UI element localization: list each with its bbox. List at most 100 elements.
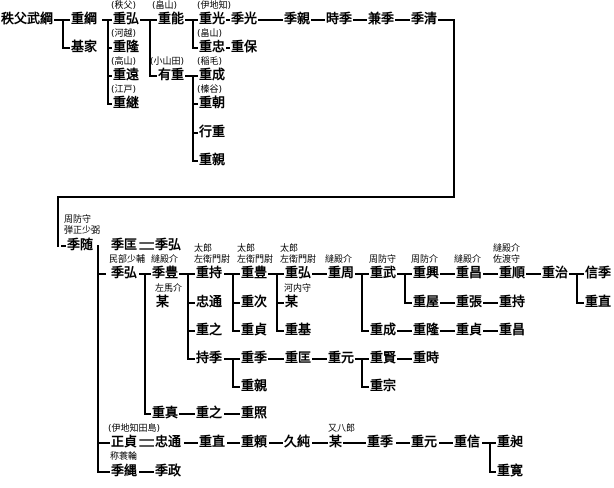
person-suetoyo: 季豊 [151, 266, 180, 281]
person-shigeyasu: 重保 [230, 40, 259, 55]
person-shigemoto: 重基 [284, 323, 313, 338]
person-mochisue: 持季 [195, 351, 224, 366]
person-shigetoo: 重遠 [112, 68, 141, 83]
title-minbu-shoyu: 民部少輔 [109, 255, 146, 265]
person-shigesada-a: 重貞 [240, 323, 269, 338]
person-shigeyuki-b: 重之 [195, 406, 224, 421]
person-shigemoto-a: 重元 [327, 351, 356, 366]
person-bou-b: 某 [284, 295, 300, 310]
title-suo-no-kami-a: 周防守 [64, 215, 92, 225]
person-motoie: 基家 [70, 40, 99, 55]
person-shigetsugu: 重継 [112, 96, 141, 111]
person-arishige: 有重 [157, 68, 186, 83]
title-kawachi-no-kami: 河内守 [284, 284, 312, 294]
title-taro-c: 太郎 [280, 244, 299, 254]
title-taro-b: 太郎 [237, 244, 256, 254]
title-oyamada: (小山田) [150, 57, 185, 67]
title-kawagoe: (河越) [111, 29, 137, 39]
person-shigeteru: 重照 [240, 406, 269, 421]
title-suo-no-suke: 周防介 [411, 255, 439, 265]
person-shigeya: 重屋 [412, 295, 441, 310]
title-nuidono-suke-c: 縫殿介 [454, 255, 482, 265]
person-shigetake: 重武 [369, 266, 398, 281]
person-shigenari: 重成 [198, 68, 227, 83]
title-sama-no-suke: 左馬介 [155, 284, 183, 294]
person-tokisue: 時季 [325, 12, 354, 27]
title-saemon-no-jo-a: 左衛門尉 [194, 255, 231, 265]
person-shigemochi-b: 重持 [498, 295, 527, 310]
title-taro-a: 太郎 [194, 244, 213, 254]
title-matahachiro: 又八郎 [328, 424, 356, 434]
title-saemon-no-jo-c: 左衛門尉 [280, 255, 317, 265]
person-shigemasa-a: 重昌 [455, 266, 484, 281]
person-shigesue-b: 重季 [366, 435, 395, 450]
title-ijichi-tajima: (伊地知田島) [108, 424, 161, 434]
title-sado-no-kami: 佐渡守 [493, 255, 521, 265]
title-inage: (稲毛) [197, 57, 223, 67]
person-shigemasa-c: 重匡 [284, 351, 313, 366]
person-shigenobu: 重信 [453, 435, 482, 450]
title-nuidono-suke-a: 縫殿介 [151, 255, 179, 265]
title-takayama: (高山) [111, 57, 137, 67]
title-minowa: 称蓑輪 [110, 452, 138, 462]
person-suehiro-b: 季弘 [110, 266, 139, 281]
person-tadamichi-a: 忠通 [195, 295, 224, 310]
person-shigetada: 重忠 [198, 40, 227, 55]
person-shigemochi-a: 重持 [195, 266, 224, 281]
person-shigekata: 重賢 [369, 351, 398, 366]
person-kanesue: 兼季 [367, 12, 396, 27]
person-yukishige: 行重 [198, 125, 227, 140]
title-hatakeyama-b: (畠山) [197, 29, 223, 39]
person-shigetomo: 重朝 [198, 96, 227, 111]
person-tadamichi-b: 忠通 [154, 435, 183, 450]
title-ijichi: (伊地知) [197, 1, 232, 11]
title-chichibu: (秩父) [111, 1, 137, 11]
person-shigemune: 重宗 [369, 379, 398, 394]
person-shigechika-b: 重周 [327, 266, 356, 281]
person-masasada: 正貞 [110, 435, 139, 450]
person-chichibu-taketsuna: 秩父武綱 [0, 12, 55, 27]
person-shigehiro: 重弘 [112, 12, 141, 27]
person-shigenao-a: 重直 [584, 295, 613, 310]
person-suekiyo: 季清 [410, 12, 439, 27]
person-shigetoyo: 重豊 [240, 266, 269, 281]
person-suechika: 季親 [283, 12, 312, 27]
person-shigeyoshi: 重能 [157, 12, 186, 27]
person-shigetoki: 重時 [412, 351, 441, 366]
person-shigeharu-b: 重張 [455, 295, 484, 310]
title-suo-no-kami-b: 周防守 [369, 255, 397, 265]
title-edo: (江戸) [111, 85, 137, 95]
person-shigeoki: 重興 [412, 266, 441, 281]
title-danjo-shohitsu: 弾正少弼 [64, 226, 101, 236]
person-shigeharu: 重治 [541, 266, 570, 281]
title-hatakeyama-a: (畠山) [152, 1, 178, 11]
person-bou-a: 某 [155, 295, 171, 310]
person-hisazumi: 久純 [283, 435, 312, 450]
person-shigenaga: 重昶 [496, 435, 525, 450]
person-shigemitsu: 重光 [198, 12, 227, 27]
person-shigezane: 重真 [151, 406, 180, 421]
person-shigesada-b: 重貞 [455, 323, 484, 338]
title-hangaya: (榛谷) [197, 85, 223, 95]
person-shigenari-b: 重成 [369, 323, 398, 338]
person-shigeyori: 重順 [498, 266, 527, 281]
person-shigehiro-b: 重弘 [284, 266, 313, 281]
person-shigemasa-b: 重昌 [498, 323, 527, 338]
person-shigetsuna: 重綱 [70, 12, 99, 27]
person-shigetaka: 重隆 [112, 40, 141, 55]
title-saemon-no-jo-b: 左衛門尉 [237, 255, 274, 265]
person-shigenao-b: 重直 [198, 435, 227, 450]
person-suemitsu: 季光 [230, 12, 259, 27]
person-nobusue: 信季 [584, 266, 613, 281]
person-bou-c: 某 [328, 435, 344, 450]
person-suetsuna: 季縄 [110, 464, 139, 479]
person-shigetsugu-b: 重次 [240, 295, 269, 310]
person-shigemoto-b: 重元 [410, 435, 439, 450]
person-shigeyori-b: 重頼 [240, 435, 269, 450]
person-shigechika: 重親 [198, 153, 227, 168]
person-suehiro-a: 季弘 [154, 238, 183, 253]
title-nuidono-suke-d: 縫殿介 [493, 244, 521, 254]
person-shigetaka-b: 重隆 [412, 323, 441, 338]
person-shigehiro-c: 重寛 [496, 464, 525, 479]
